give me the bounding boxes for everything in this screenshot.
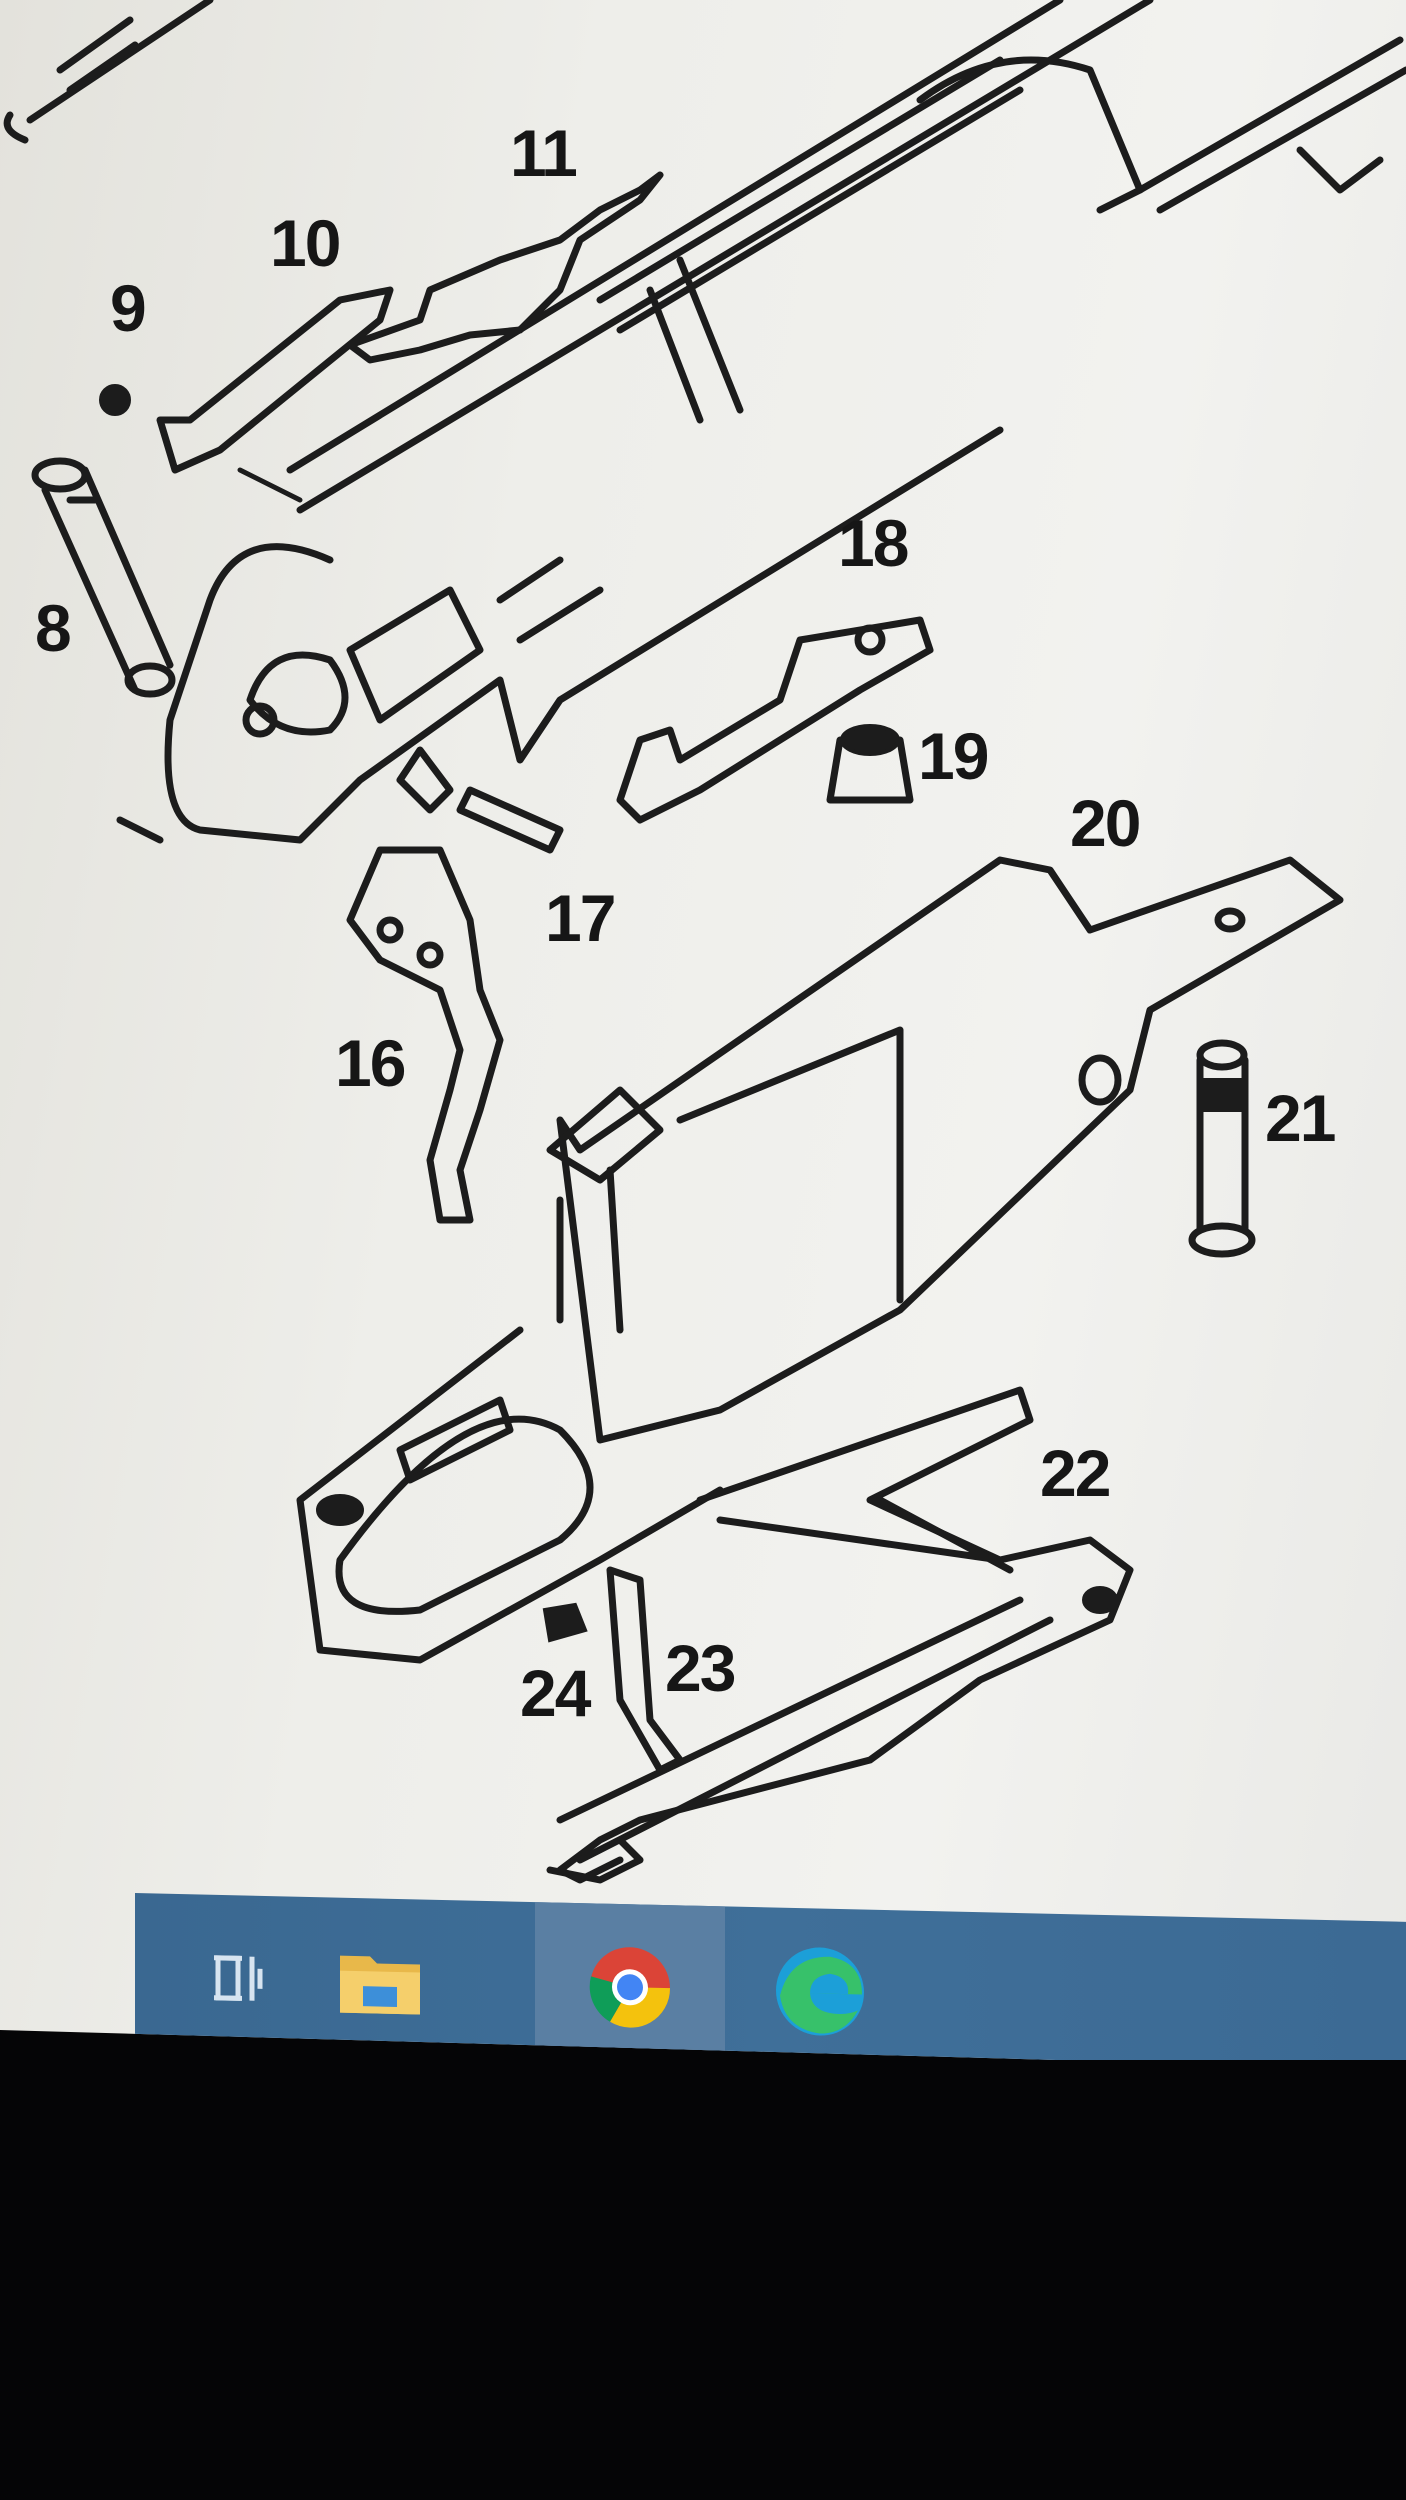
part-11-plate (346, 171, 664, 364)
edge-icon (776, 1947, 864, 2036)
file-explorer-icon (340, 1955, 420, 2014)
callout-22: 22 (1040, 1436, 1111, 1510)
file-explorer-button[interactable] (305, 1897, 455, 2065)
callout-10: 10 (270, 206, 341, 280)
part-10-extractor (156, 286, 394, 474)
part-21-pin (1188, 1039, 1256, 1258)
callout-11: 11 (510, 116, 578, 190)
part-18-sear (616, 616, 934, 824)
callout-16: 16 (335, 1026, 406, 1100)
callout-9: 9 (110, 271, 147, 345)
callout-24: 24 (520, 1656, 591, 1730)
receiver-assembly (3, 0, 1406, 844)
part-24-screw (542, 1602, 588, 1643)
part-16-trigger (346, 846, 504, 1224)
callout-8: 8 (35, 591, 72, 665)
task-view-button[interactable] (165, 1894, 315, 2062)
callout-23: 23 (665, 1631, 736, 1705)
part-23-spring (606, 1566, 684, 1774)
callout-19: 19 (918, 719, 989, 793)
callout-18: 18 (838, 506, 909, 580)
callout-20: 20 (1070, 786, 1141, 860)
chrome-button[interactable] (535, 1902, 725, 2070)
callout-17: 17 (545, 881, 616, 955)
task-view-icon (214, 1954, 263, 2001)
monitor-bezel (0, 2060, 1406, 2500)
part-20-trigger-housing (296, 856, 1344, 1664)
taskbar (135, 1893, 1406, 2070)
part-9-screw (99, 384, 131, 416)
callout-21: 21 (1265, 1081, 1336, 1155)
monitor-screen: 8 9 10 11 16 17 18 19 20 21 22 23 24 (0, 0, 1406, 2070)
exploded-parts-diagram (3, 0, 1406, 1884)
part-22-floorplate (546, 1386, 1134, 1884)
part-17-pin (456, 786, 564, 854)
chrome-icon (589, 1946, 671, 2028)
part-8-pin (31, 457, 176, 698)
edge-button[interactable] (745, 1907, 895, 2070)
